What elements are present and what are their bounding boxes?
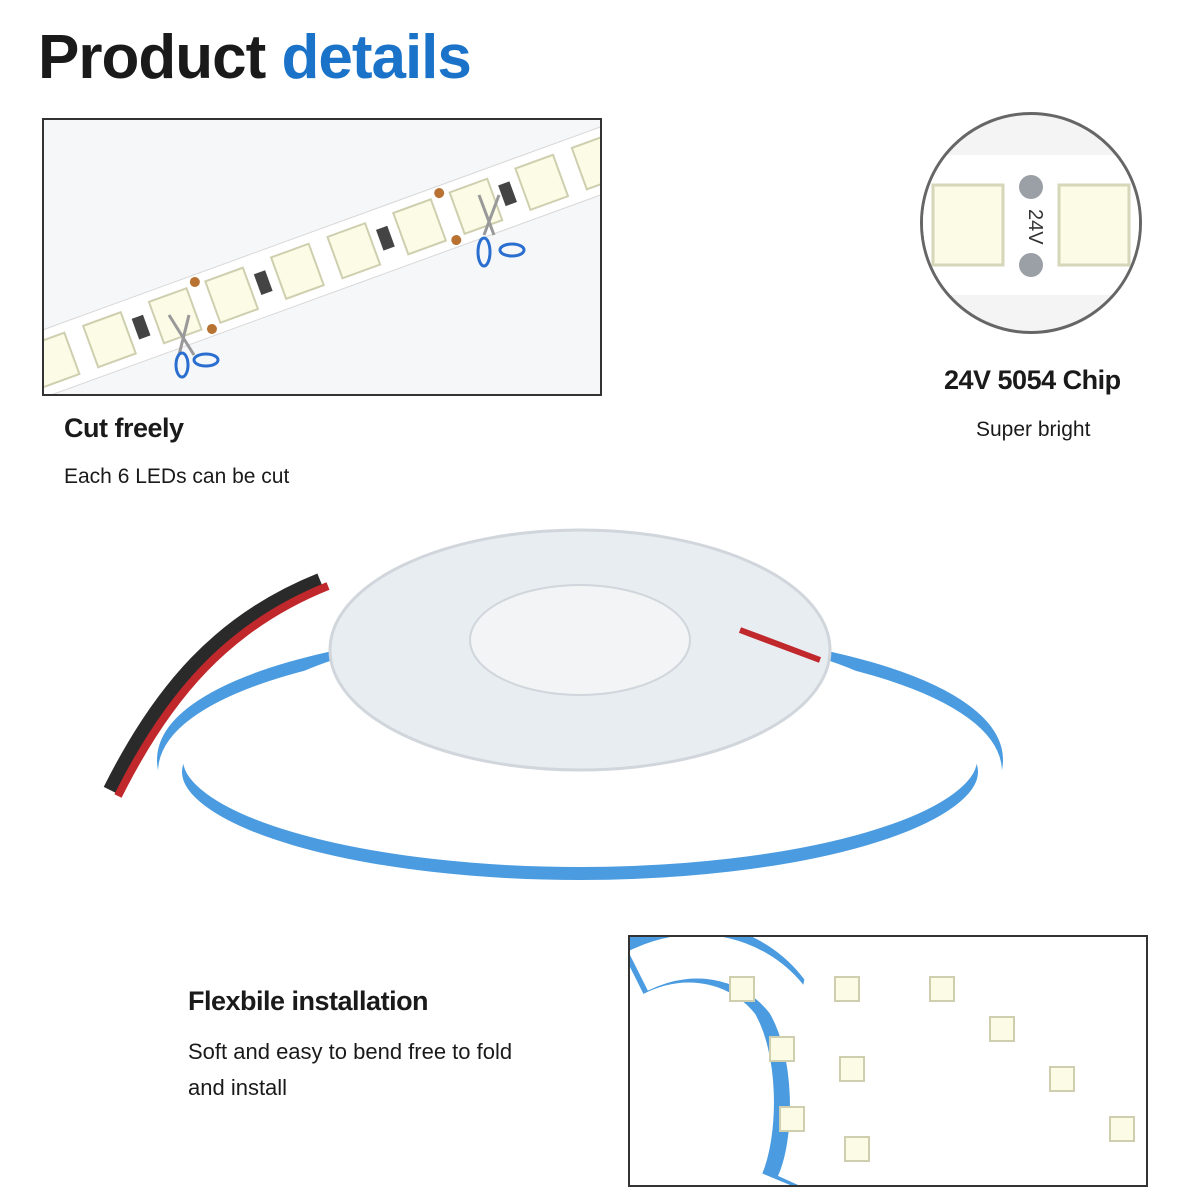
chip-voltage-label: 24V xyxy=(1024,209,1046,245)
chip-description: Super bright xyxy=(976,418,1091,441)
scissors-icon xyxy=(167,194,526,379)
flex-desc-line-1: Soft and easy to bend free to fold xyxy=(188,1039,513,1064)
flex-strip-image xyxy=(630,937,1146,1185)
flex-installation-heading: Flexbile installation xyxy=(188,986,429,1016)
chip-closeup: 24V xyxy=(920,112,1142,334)
cut-freely-description: Each 6 LEDs can be cut xyxy=(64,465,290,488)
reel-image xyxy=(103,528,1003,904)
flex-desc-line-2: and install xyxy=(188,1075,288,1100)
page-title: Product details xyxy=(38,23,472,92)
cut-freely-heading: Cut freely xyxy=(64,413,184,443)
cut-illustration-panel xyxy=(42,118,602,396)
flex-illustration-panel xyxy=(628,935,1148,1187)
flex-installation-description: Soft and easy to bend free to fold and i… xyxy=(188,1034,512,1106)
chip-closeup-image: 24V xyxy=(923,155,1139,295)
led-strip-cut-image xyxy=(44,120,600,394)
chip-heading: 24V 5054 Chip xyxy=(944,365,1121,395)
led-strip-reel xyxy=(100,510,1060,910)
